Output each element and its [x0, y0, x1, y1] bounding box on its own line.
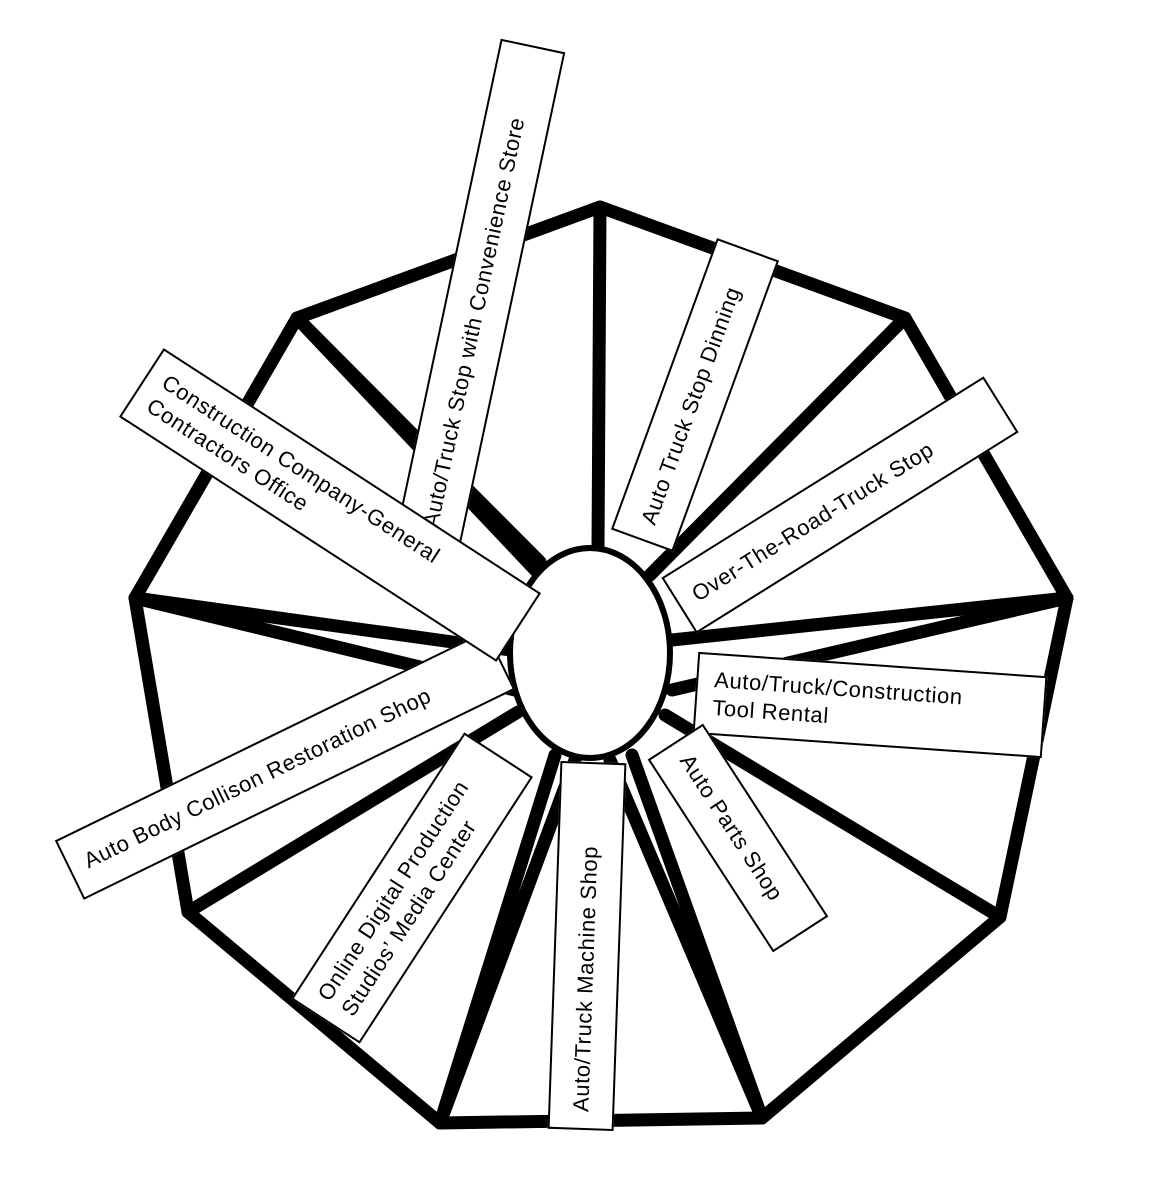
- spoke: [643, 311, 912, 582]
- spoke: [658, 708, 1007, 924]
- label-line: Auto/Truck Machine Shop: [568, 845, 603, 1113]
- hub: [507, 545, 673, 761]
- label-machine-shop: Auto/Truck Machine Shop: [547, 760, 627, 1132]
- diagonal-spoke: [603, 753, 769, 1125]
- spoke: [591, 200, 607, 555]
- diagonal-spoke: [433, 753, 582, 1130]
- spoke: [665, 591, 1074, 647]
